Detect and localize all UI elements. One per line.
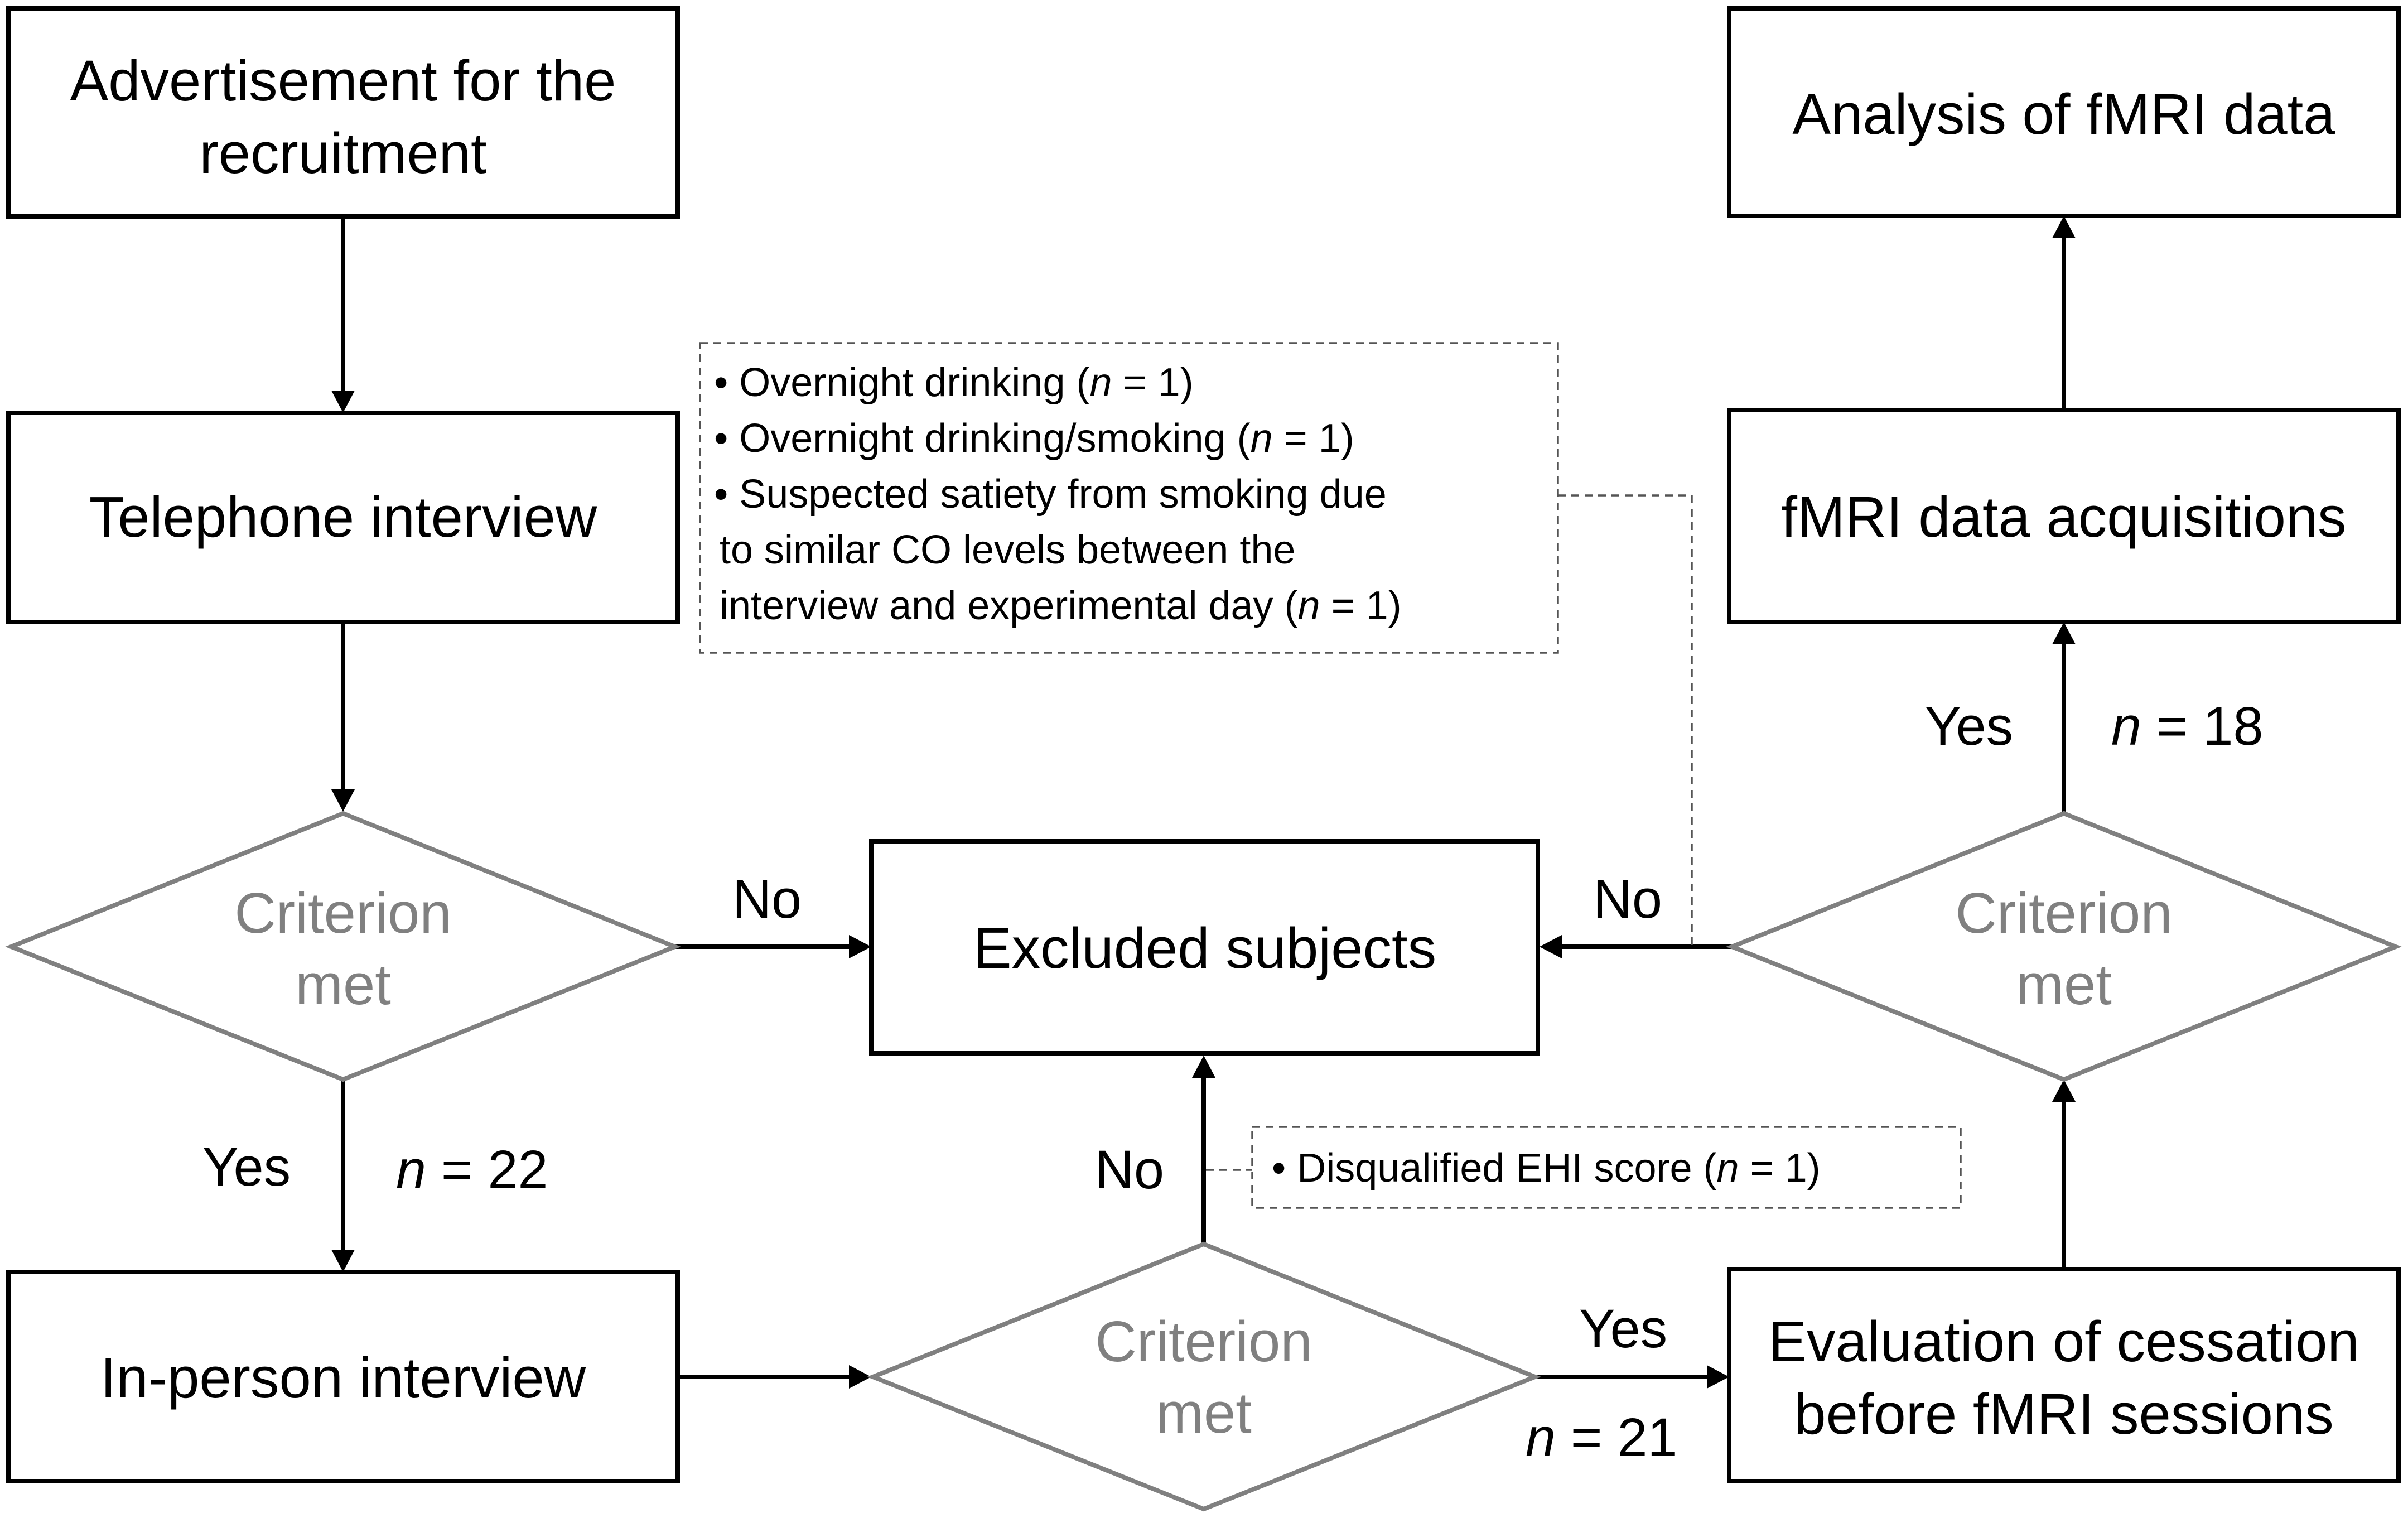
- box-in-person-interview: In-person interview: [6, 1270, 680, 1483]
- decision-evaluation-line1: Criterion: [1955, 881, 2172, 945]
- box-excluded-subjects: Excluded subjects: [869, 839, 1540, 1056]
- edges: [331, 216, 2076, 1389]
- note-line-3: • Suspected satiety from smoking due: [714, 472, 1387, 517]
- box-advertisement-line1: Advertisement for the: [70, 49, 616, 113]
- decision-in-person-line2: met: [1156, 1381, 1252, 1445]
- decision-evaluation-line2: met: [2016, 952, 2112, 1016]
- decision-in-person: Criterion met: [867, 1241, 1541, 1512]
- box-evaluation-line2: before fMRI sessions: [1794, 1382, 2333, 1446]
- arrowhead-acquisition-to-analysis: [2052, 216, 2076, 238]
- box-advertisement: Advertisement for the recruitment: [6, 6, 680, 219]
- arrowhead-inperson-to-decision2: [849, 1365, 871, 1389]
- label-n22: n = 22: [396, 1139, 548, 1200]
- arrowhead-decision2-to-excluded: [1192, 1056, 1215, 1078]
- decision-telephone: Criterion met: [5, 811, 681, 1082]
- label-yes-decision3: Yes: [1925, 696, 2013, 756]
- note-ehi-line: • Disqualified EHI score (n = 1): [1272, 1146, 1821, 1191]
- box-fmri-acquisition-label: fMRI data acquisitions: [1781, 485, 2346, 549]
- note-experimental-day-exclusions: • Overnight drinking (n = 1) • Overnight…: [699, 342, 1559, 654]
- edge-labels: No Yes n = 22 No Yes n = 21 No Yes n = 1…: [202, 696, 2264, 1468]
- decision-telephone-line1: Criterion: [234, 881, 451, 945]
- note-line-4: to similar CO levels between the: [720, 528, 1295, 572]
- note-line-2: • Overnight drinking/smoking (n = 1): [714, 416, 1354, 461]
- box-fmri-analysis: Analysis of fMRI data: [1727, 6, 2401, 218]
- box-evaluation-line1: Evaluation of cessation: [1768, 1309, 2359, 1374]
- label-no-decision1: No: [732, 869, 802, 929]
- note-line-5: interview and experimental day (n = 1): [720, 584, 1402, 628]
- label-n18: n = 18: [2111, 696, 2263, 756]
- arrowhead-decision1-to-inperson: [331, 1250, 355, 1272]
- box-fmri-acquisition: fMRI data acquisitions: [1727, 408, 2401, 624]
- arrowhead-ad-to-telephone: [331, 391, 355, 413]
- decision-evaluation: Criterion met: [1726, 811, 2402, 1082]
- decision-telephone-line2: met: [295, 952, 391, 1016]
- box-excluded-subjects-label: Excluded subjects: [973, 916, 1436, 980]
- box-telephone-interview-label: Telephone interview: [89, 485, 597, 549]
- label-n21: n = 21: [1526, 1407, 1677, 1468]
- arrowhead-decision3-to-acquisition: [2052, 622, 2076, 644]
- note-ehi-exclusion: • Disqualified EHI score (n = 1): [1251, 1126, 1962, 1209]
- arrowhead-decision3-to-excluded: [1540, 935, 1562, 958]
- arrowhead-decision2-to-evaluation: [1707, 1365, 1729, 1389]
- label-no-decision3: No: [1593, 869, 1662, 929]
- box-in-person-interview-label: In-person interview: [100, 1346, 586, 1410]
- arrowhead-evaluation-to-decision3: [2052, 1080, 2076, 1102]
- box-telephone-interview: Telephone interview: [6, 411, 680, 624]
- box-evaluation: Evaluation of cessation before fMRI sess…: [1727, 1267, 2401, 1483]
- label-yes-decision1: Yes: [202, 1136, 291, 1197]
- box-fmri-analysis-label: Analysis of fMRI data: [1792, 82, 2335, 146]
- decision-in-person-line1: Criterion: [1095, 1309, 1312, 1374]
- label-yes-decision2: Yes: [1579, 1298, 1667, 1359]
- box-advertisement-line2: recruitment: [199, 121, 486, 185]
- note-line-1: • Overnight drinking (n = 1): [714, 360, 1194, 405]
- arrowhead-telephone-to-decision1: [331, 789, 355, 812]
- arrowhead-decision1-to-excluded: [849, 935, 871, 958]
- note-connector-experimental-day: [1558, 494, 1693, 947]
- label-no-decision2: No: [1095, 1139, 1164, 1200]
